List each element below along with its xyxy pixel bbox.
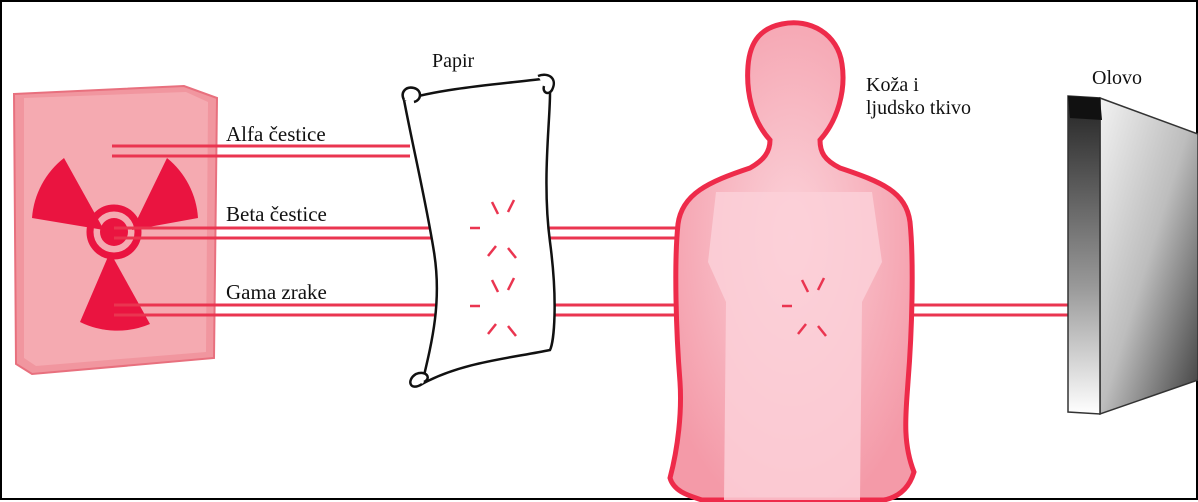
gamma-ray [114, 305, 1068, 315]
lead-label: Olovo [1092, 67, 1142, 90]
radiation-source [14, 86, 217, 374]
gamma-ray-label: Gama zrake [226, 280, 327, 304]
skin-tissue-label: Koža i ljudsko tkivo [866, 74, 971, 120]
paper-label: Papir [432, 50, 474, 73]
lead-block-icon [1068, 96, 1198, 414]
paper-scroll-icon [403, 75, 555, 387]
beta-ray-label: Beta čestice [226, 202, 327, 226]
alpha-ray-label: Alfa čestice [226, 122, 326, 146]
